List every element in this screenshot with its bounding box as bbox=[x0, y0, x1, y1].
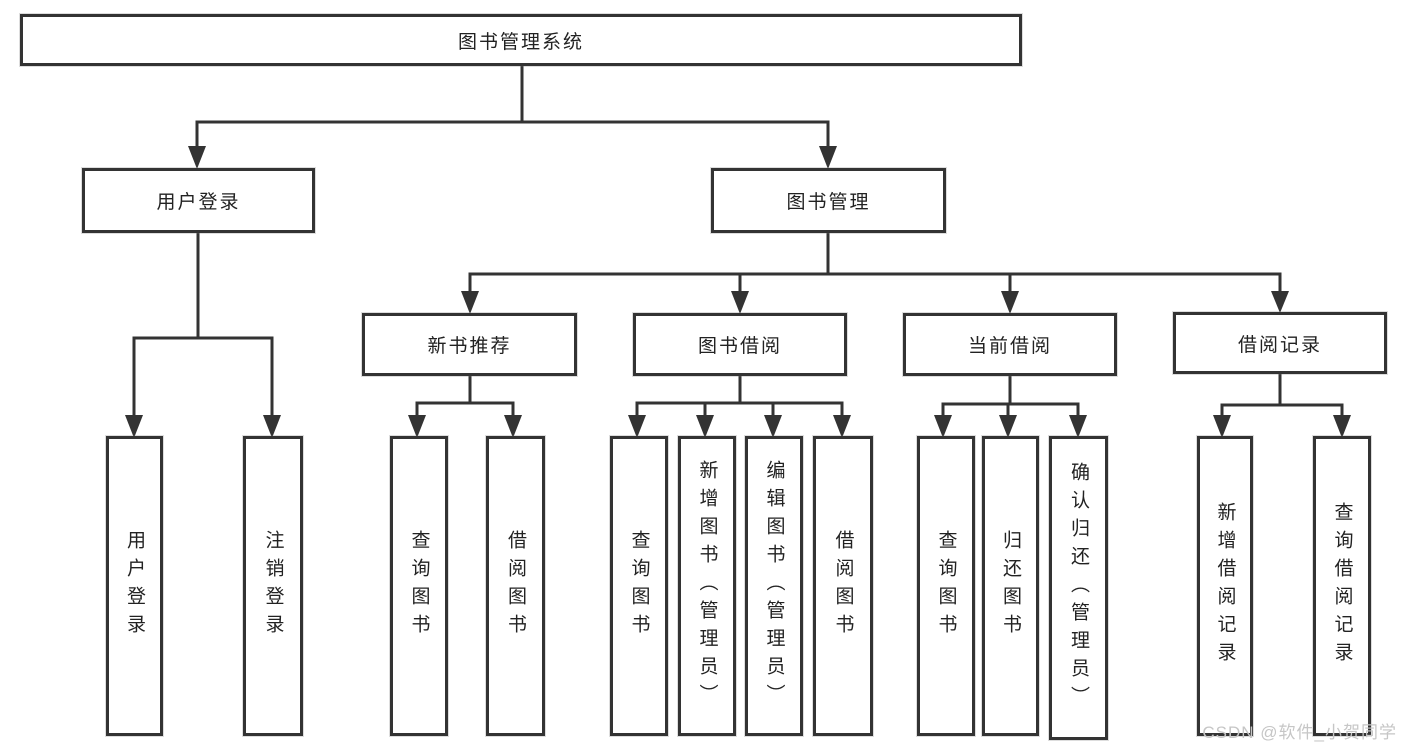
connector-records-rail bbox=[1220, 403, 1344, 420]
leaf-query-books-1: 查询图书 bbox=[390, 436, 448, 736]
leaf-query-books-2: 查询图书 bbox=[610, 436, 668, 736]
node-root: 图书管理系统 bbox=[20, 14, 1022, 66]
node-book-borrow-label: 图书借阅 bbox=[697, 336, 782, 357]
node-root-label: 图书管理系统 bbox=[457, 31, 584, 53]
node-user-login: 用户登录 bbox=[82, 168, 315, 233]
node-book-management: 图书管理 bbox=[711, 168, 946, 233]
node-new-book-recommend: 新书推荐 bbox=[362, 313, 577, 376]
leaf-borrow-books-1-label: 借阅图书 bbox=[505, 530, 526, 642]
leaf-add-borrow-record: 新增借阅记录 bbox=[1197, 436, 1253, 736]
node-book-management-label: 图书管理 bbox=[786, 192, 871, 213]
leaf-user-login-label: 用户登录 bbox=[124, 530, 145, 642]
csdn-watermark: CSDN @软件_小贺同学 bbox=[1202, 723, 1397, 742]
node-borrow-records-label: 借阅记录 bbox=[1237, 334, 1322, 356]
connector-level2-rail bbox=[195, 120, 830, 150]
node-borrow-records: 借阅记录 bbox=[1173, 312, 1387, 374]
connector-newbooks-rail bbox=[415, 401, 515, 420]
leaf-add-books-admin: 新增图书（管理员） bbox=[678, 436, 736, 736]
arrowheads bbox=[125, 146, 1351, 438]
leaf-add-books-admin-label: 新增图书（管理员） bbox=[696, 460, 718, 712]
leaf-borrow-books-1: 借阅图书 bbox=[486, 436, 545, 736]
leaf-return-books: 归还图书 bbox=[982, 436, 1039, 736]
leaf-confirm-return-admin-label: 确认归还（管理员） bbox=[1068, 462, 1089, 714]
leaf-query-borrow-record-label: 查询借阅记录 bbox=[1331, 502, 1353, 670]
leaf-query-books-3: 查询图书 bbox=[917, 436, 975, 736]
connector-currentborrow-rail bbox=[941, 402, 1080, 420]
leaf-query-borrow-record: 查询借阅记录 bbox=[1313, 436, 1371, 736]
leaf-query-books-2-label: 查询图书 bbox=[628, 530, 650, 642]
leaf-query-books-1-label: 查询图书 bbox=[408, 530, 430, 642]
leaf-borrow-books-2: 借阅图书 bbox=[813, 436, 873, 736]
node-new-book-recommend-label: 新书推荐 bbox=[427, 336, 512, 357]
connector-bookborrow-rail bbox=[635, 401, 844, 420]
leaf-return-books-label: 归还图书 bbox=[1000, 530, 1021, 642]
leaf-user-login: 用户登录 bbox=[106, 436, 163, 736]
leaf-logout-label: 注销登录 bbox=[262, 530, 284, 642]
leaf-confirm-return-admin: 确认归还（管理员） bbox=[1049, 436, 1108, 740]
node-current-borrow-label: 当前借阅 bbox=[967, 336, 1052, 357]
node-current-borrow: 当前借阅 bbox=[903, 313, 1117, 376]
node-user-login-label: 用户登录 bbox=[156, 192, 241, 213]
leaf-add-borrow-record-label: 新增借阅记录 bbox=[1214, 502, 1236, 670]
leaf-logout: 注销登录 bbox=[243, 436, 303, 736]
leaf-edit-books-admin-label: 编辑图书（管理员） bbox=[763, 460, 785, 712]
leaf-borrow-books-2-label: 借阅图书 bbox=[832, 530, 854, 642]
connector-userlogin-rail bbox=[132, 336, 274, 420]
connector-level3-rail bbox=[468, 272, 1282, 296]
node-book-borrow: 图书借阅 bbox=[633, 313, 847, 376]
leaf-query-books-3-label: 查询图书 bbox=[935, 530, 957, 642]
leaf-edit-books-admin: 编辑图书（管理员） bbox=[745, 436, 803, 736]
